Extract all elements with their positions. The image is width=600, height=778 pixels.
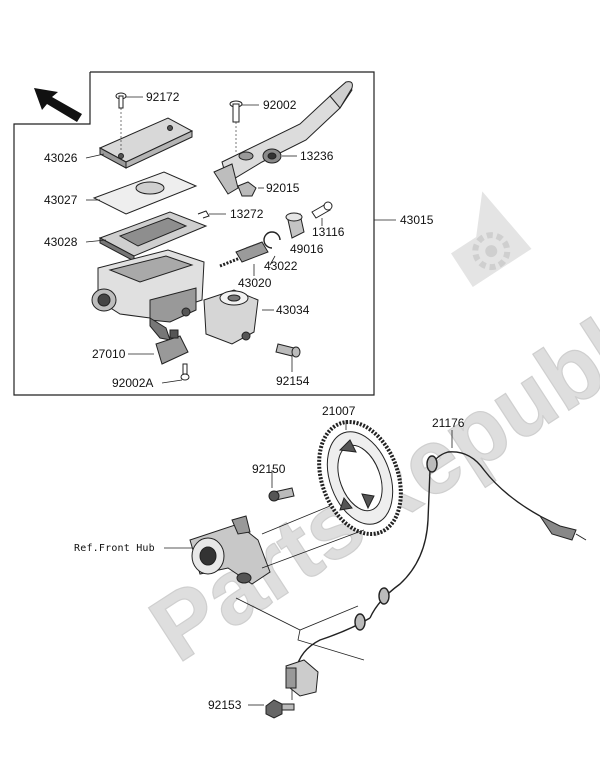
clamp-43034 [203, 289, 259, 345]
adjuster-13236 [262, 148, 282, 164]
boot-49016 [285, 212, 305, 239]
label-43020: 43020 [238, 276, 272, 290]
screw-92002a [180, 363, 190, 381]
clip-13272 [197, 210, 210, 219]
abs-sensor-21176 [285, 451, 587, 697]
diaphragm-43028 [98, 211, 208, 262]
brake-lever [213, 81, 353, 195]
screw-92172 [115, 92, 127, 109]
label-43027: 43027 [44, 193, 78, 207]
master-cylinder-body [91, 249, 205, 341]
sensor-rotor-21007 [317, 419, 403, 537]
label-27010: 27010 [92, 347, 126, 361]
leader-lines [235, 505, 365, 700]
bolt-92150 [268, 487, 295, 502]
label-43015: 43015 [400, 213, 434, 227]
gear-icon [451, 191, 532, 287]
pin-13116 [311, 201, 333, 219]
label-21007: 21007 [322, 404, 356, 418]
reservoir-cap-43026 [98, 117, 194, 169]
label-43034: 43034 [276, 303, 310, 317]
label-92153: 92153 [208, 698, 242, 712]
label-92015: 92015 [266, 181, 300, 195]
label-43026: 43026 [44, 151, 78, 165]
nut-92015 [237, 181, 257, 197]
assembly-frame [13, 71, 375, 396]
label-49016: 49016 [290, 242, 324, 256]
bolt-92002 [229, 100, 243, 123]
switch-27010 [155, 329, 189, 365]
label-21176: 21176 [432, 416, 465, 430]
label-92002: 92002 [263, 98, 297, 112]
label-92150: 92150 [252, 462, 286, 476]
circlip-43022 [263, 231, 281, 266]
label-13272: 13272 [230, 207, 264, 221]
label-92172: 92172 [146, 90, 180, 104]
piston-assembly-43020 [219, 241, 269, 276]
plate-43027 [92, 171, 198, 215]
front-direction-arrow-icon [34, 88, 82, 122]
label-43022: 43022 [264, 259, 298, 273]
front-hub-reference [189, 515, 271, 585]
label-92002a: 92002A [112, 376, 154, 390]
label-92154: 92154 [276, 374, 310, 388]
label-ref-front-hub: Ref.Front Hub [74, 543, 155, 554]
bolt-92154 [275, 343, 301, 358]
label-13236: 13236 [300, 149, 334, 163]
label-43028: 43028 [44, 235, 78, 249]
bolt-92153 [265, 699, 295, 719]
label-13116: 13116 [312, 225, 345, 239]
